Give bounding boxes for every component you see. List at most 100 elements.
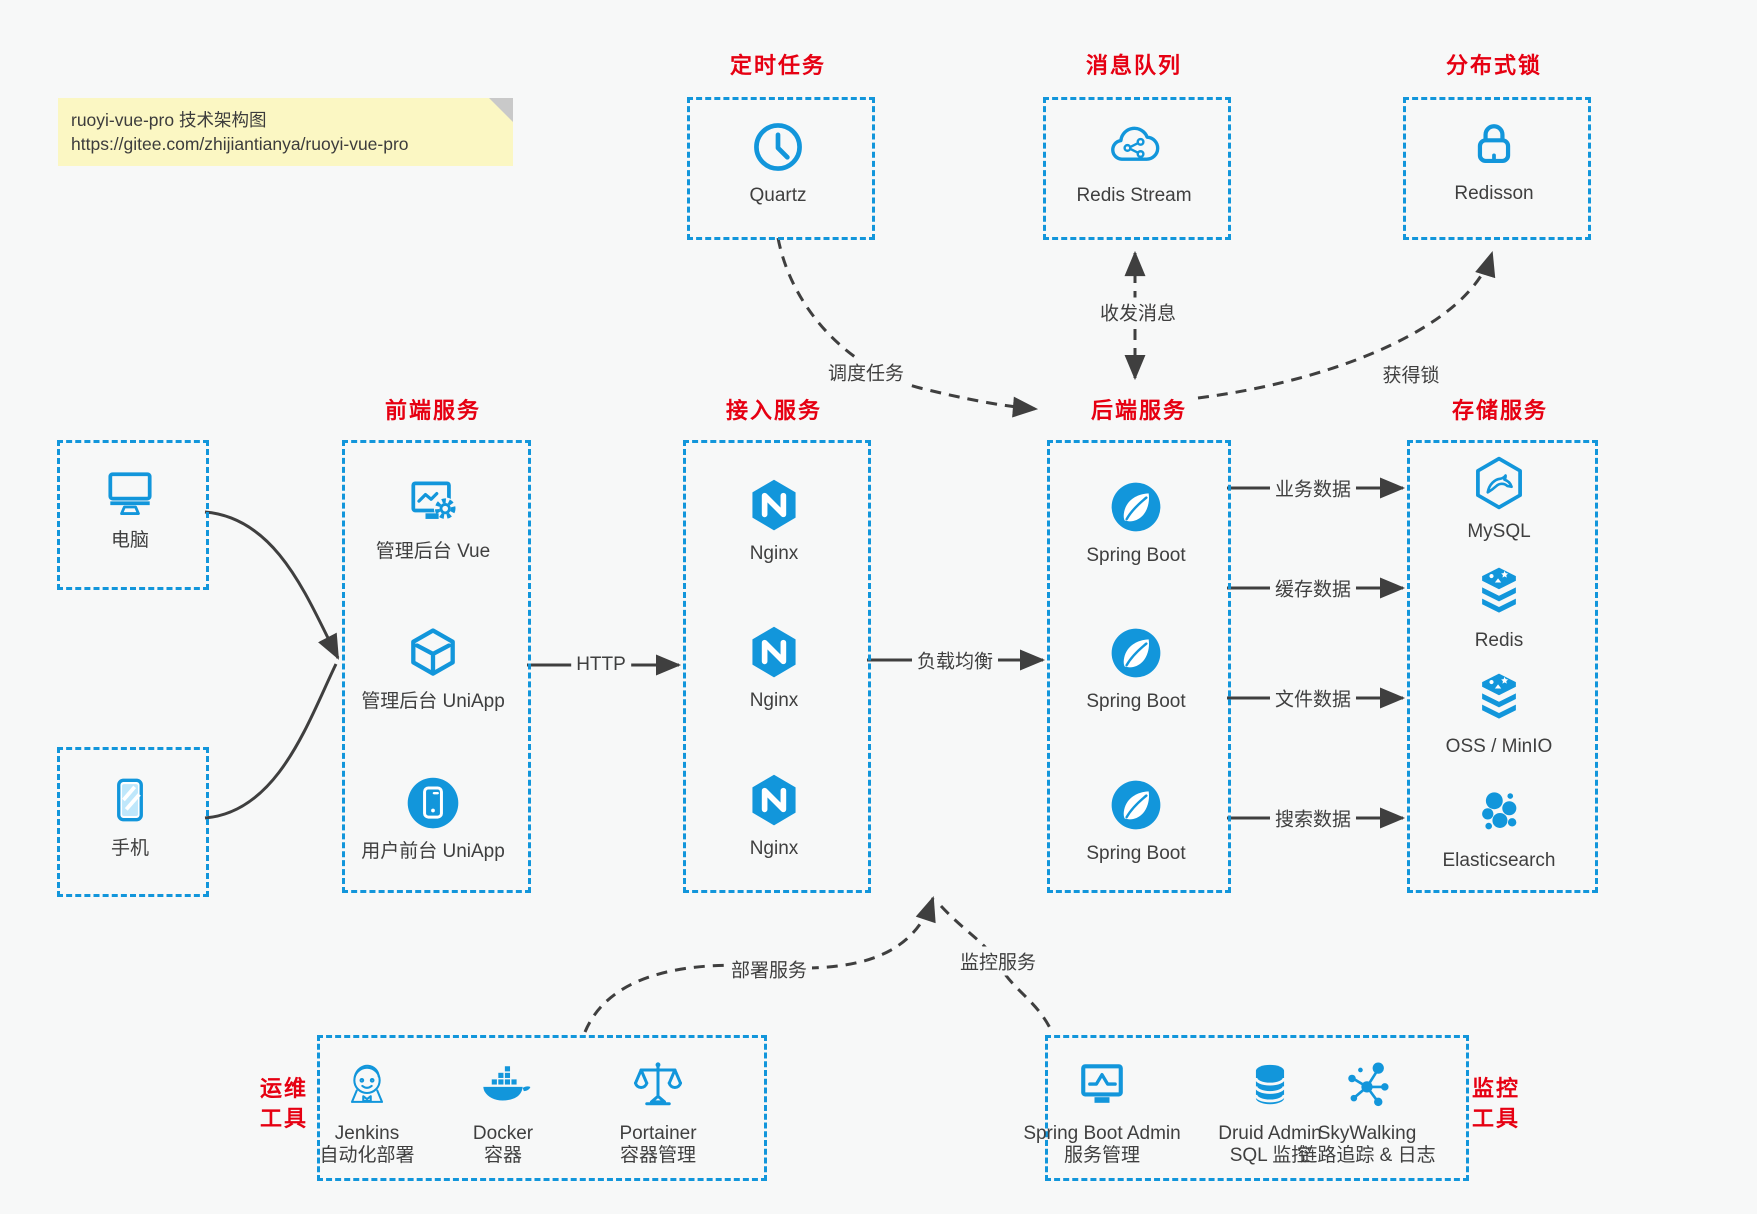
title-backend: 后端服务 [1090, 398, 1188, 423]
box-gateway [683, 440, 871, 893]
node-label: Spring Boot Admin [1023, 1123, 1181, 1144]
user-uniapp-node: 用户前台 UniApp [353, 773, 513, 863]
nginx-icon [744, 770, 804, 830]
phone-client-node: 手机 [50, 770, 210, 860]
nginx-node: Nginx [694, 622, 854, 712]
box-backend [1047, 440, 1231, 893]
jenkins-icon [337, 1055, 397, 1115]
node-label: 电脑 [110, 530, 149, 551]
box-phone-client [57, 747, 209, 897]
node-label: Redis [1474, 630, 1524, 651]
box-ops-tools [317, 1035, 767, 1181]
spring-boot-icon [1106, 623, 1166, 683]
redis-stream-node: Redis Stream [1054, 117, 1214, 207]
monitor-tools-label: 监控工具 [1471, 1076, 1521, 1131]
node-label: Quartz [749, 185, 807, 206]
spring-boot-node: Spring Boot [1056, 775, 1216, 865]
box-monitor-tools [1045, 1035, 1469, 1181]
node-label: 管理后台 UniApp [361, 691, 505, 712]
box-message-queue [1043, 97, 1231, 240]
title-distributed-lock: 分布式锁 [1445, 53, 1543, 78]
node-label: Docker [472, 1123, 534, 1144]
edge-acquire-lock [1197, 250, 1496, 400]
edge-label-search-data: 搜索数据 [1269, 803, 1357, 833]
pc-client-node: 电脑 [50, 462, 210, 552]
node-label: Redis Stream [1076, 185, 1192, 206]
edge-label-deploy-service: 部署服务 [725, 954, 813, 984]
node-sublabel: 自动化部署 [319, 1145, 415, 1166]
node-label: 用户前台 UniApp [361, 841, 505, 862]
node-sublabel: 链路追踪 & 日志 [1298, 1145, 1436, 1166]
docker-icon [473, 1055, 533, 1115]
box-frontend [342, 440, 531, 893]
sticky-note: ruoyi-vue-pro 技术架构图 https://gitee.com/zh… [58, 98, 513, 166]
node-sublabel: 容器 [483, 1145, 522, 1166]
note-fold-corner [489, 98, 513, 122]
user-app-icon [403, 773, 463, 833]
node-label: Spring Boot [1086, 691, 1186, 712]
smartphone-icon [100, 770, 160, 830]
quartz-node: Quartz [698, 117, 858, 207]
clock-icon [748, 117, 808, 177]
lock-icon [1464, 115, 1524, 175]
box-storage [1407, 440, 1598, 893]
edge-label-cache-data: 缓存数据 [1269, 573, 1357, 603]
ops-tools-label: 运维工具 [259, 1076, 309, 1131]
spring-boot-icon [1106, 775, 1166, 835]
spring-boot-admin-icon [1072, 1055, 1132, 1115]
edge-pc-frontend [204, 510, 340, 660]
edge-label-http: HTTP [571, 653, 631, 677]
title-gateway: 接入服务 [725, 398, 823, 423]
node-sublabel: SQL 监控 [1229, 1145, 1311, 1166]
node-label: SkyWalking [1317, 1123, 1417, 1144]
node-label: Portainer [619, 1123, 697, 1144]
spring-boot-node: Spring Boot [1056, 477, 1216, 567]
node-label: OSS / MinIO [1445, 736, 1553, 757]
portainer-icon [628, 1055, 688, 1115]
mysql-icon [1469, 453, 1529, 513]
edge-label-dispatch-task: 调度任务 [822, 357, 910, 387]
title-storage: 存储服务 [1451, 398, 1549, 423]
node-label: MySQL [1467, 521, 1531, 542]
oss-minio-node: OSS / MinIO [1419, 668, 1579, 758]
node-label: Nginx [749, 838, 799, 859]
cloud-stream-icon [1104, 117, 1164, 177]
edge-label-acquire-lock: 获得锁 [1377, 359, 1445, 389]
node-sublabel: 容器管理 [619, 1145, 696, 1166]
admin-uniapp-node: 管理后台 UniApp [353, 623, 513, 713]
spring-boot-node: Spring Boot [1056, 623, 1216, 713]
node-label: Nginx [749, 690, 799, 711]
skywalking-icon [1337, 1055, 1397, 1115]
node-label: Druid Admin [1218, 1123, 1322, 1144]
spring-boot-icon [1106, 477, 1166, 537]
node-label: Elasticsearch [1442, 850, 1556, 871]
nginx-node: Nginx [694, 770, 854, 860]
edge-phone-frontend [204, 663, 338, 820]
edge-label-load-balance: 负载均衡 [911, 645, 999, 675]
edge-label-monitor-service: 监控服务 [954, 946, 1042, 976]
desktop-icon [100, 462, 160, 522]
uniapp-cube-icon [403, 623, 463, 683]
title-message-queue: 消息队列 [1085, 53, 1183, 78]
nginx-node: Nginx [694, 475, 854, 565]
node-label: Spring Boot [1086, 843, 1186, 864]
nginx-icon [744, 475, 804, 535]
elasticsearch-icon [1469, 782, 1529, 842]
edge-label-business-data: 业务数据 [1269, 473, 1357, 503]
title-scheduled-task: 定时任务 [729, 53, 827, 78]
nginx-icon [744, 622, 804, 682]
admin-vue-icon [403, 473, 463, 533]
node-label: Jenkins [334, 1123, 400, 1144]
redisson-node: Redisson [1414, 115, 1574, 205]
node-label: Spring Boot [1086, 545, 1186, 566]
node-label: 管理后台 Vue [375, 541, 491, 562]
title-frontend: 前端服务 [384, 398, 482, 423]
admin-vue-node: 管理后台 Vue [353, 473, 513, 563]
oss-icon [1469, 668, 1529, 728]
